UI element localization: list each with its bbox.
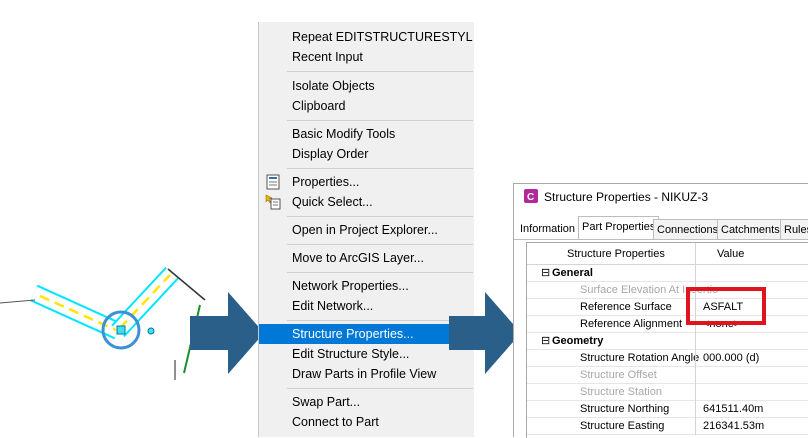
menu-item-structure-properties[interactable]: Structure Properties... [259, 324, 475, 344]
menu-item-isolate-objects[interactable]: Isolate Objects [292, 79, 375, 93]
property-row[interactable]: Structure Easting 216341.53m [527, 418, 808, 435]
tab-catchments[interactable]: Catchments [717, 219, 784, 239]
menu-item-move-to-arcgis-layer[interactable]: Move to ArcGIS Layer... [292, 251, 425, 265]
collapse-icon[interactable]: ⊟ [541, 335, 551, 347]
menu-item-properties[interactable]: Properties... [259, 172, 475, 192]
property-row[interactable]: Structure Rotation Angle 000.000 (d) [527, 350, 808, 367]
menu-separator [287, 216, 473, 217]
arrow-icon [190, 292, 264, 374]
menu-separator [287, 244, 473, 245]
menu-item-edit-network[interactable]: Edit Network... [292, 299, 374, 313]
menu-item-open-in-project-explorer[interactable]: Open in Project Explorer... [292, 223, 438, 237]
svg-text:C: C [527, 192, 534, 203]
grid-header: Structure Properties Value [527, 243, 808, 265]
menu-item-recent-input[interactable]: Recent Input [292, 50, 363, 64]
menu-item-quick-select[interactable]: Quick Select... [259, 192, 475, 212]
highlight-callout-box [686, 287, 766, 325]
menu-item-connect-to-part[interactable]: Connect to Part [292, 415, 379, 429]
menu-item-basic-modify-tools[interactable]: Basic Modify Tools [292, 127, 396, 141]
menu-item-clipboard[interactable]: Clipboard [292, 99, 346, 113]
group-geometry[interactable]: ⊟ Geometry [527, 333, 808, 350]
collapse-icon[interactable]: ⊟ [541, 267, 551, 279]
quick-select-icon [265, 194, 281, 210]
arrow-icon [449, 292, 521, 374]
property-grid: Structure Properties Value ⊟ General Sur… [526, 242, 808, 438]
menu-separator [287, 71, 473, 72]
column-header-value: Value [717, 248, 745, 260]
property-row[interactable]: Structure Offset [527, 367, 808, 384]
reference-surface-value[interactable]: ASFALT [703, 301, 744, 313]
tab-information[interactable]: Information [520, 223, 576, 235]
menu-item-draw-parts-in-profile-view[interactable]: Draw Parts in Profile View [292, 367, 437, 381]
tab-rules[interactable]: Rules [780, 219, 808, 239]
tab-connections[interactable]: Connections [653, 219, 723, 239]
civil3d-c-icon: C [524, 189, 538, 203]
menu-separator [287, 320, 473, 321]
connection-grip[interactable] [147, 327, 155, 335]
context-menu: Repeat EDITSTRUCTURESTYL Recent Input Is… [258, 22, 475, 437]
menu-item-repeat[interactable]: Repeat EDITSTRUCTURESTYL [292, 30, 473, 44]
structure-grip[interactable] [116, 325, 126, 335]
properties-icon [266, 174, 280, 190]
property-row[interactable]: Structure Station [527, 384, 808, 401]
menu-item-swap-part[interactable]: Swap Part... [292, 395, 361, 409]
structure-properties-dialog: C Structure Properties - NIKUZ-3 Informa… [513, 183, 808, 438]
property-row[interactable]: Structure Northing 641511.40m [527, 401, 808, 418]
menu-item-display-order[interactable]: Display Order [292, 147, 369, 161]
property-row[interactable]: Reference Surface ASFALT [527, 299, 808, 316]
menu-separator [287, 272, 473, 273]
structure-circle[interactable] [101, 310, 141, 350]
column-header-property: Structure Properties [567, 248, 665, 260]
cad-drawing [0, 266, 206, 380]
menu-item-network-properties[interactable]: Network Properties... [292, 279, 409, 293]
group-general[interactable]: ⊟ General [527, 265, 808, 282]
menu-separator [287, 168, 473, 169]
menu-item-edit-structure-style[interactable]: Edit Structure Style... [292, 347, 410, 361]
menu-separator [287, 388, 473, 389]
tab-part-properties[interactable]: Part Properties [578, 216, 660, 240]
menu-separator [287, 120, 473, 121]
dialog-title: Structure Properties - NIKUZ-3 [544, 190, 709, 204]
